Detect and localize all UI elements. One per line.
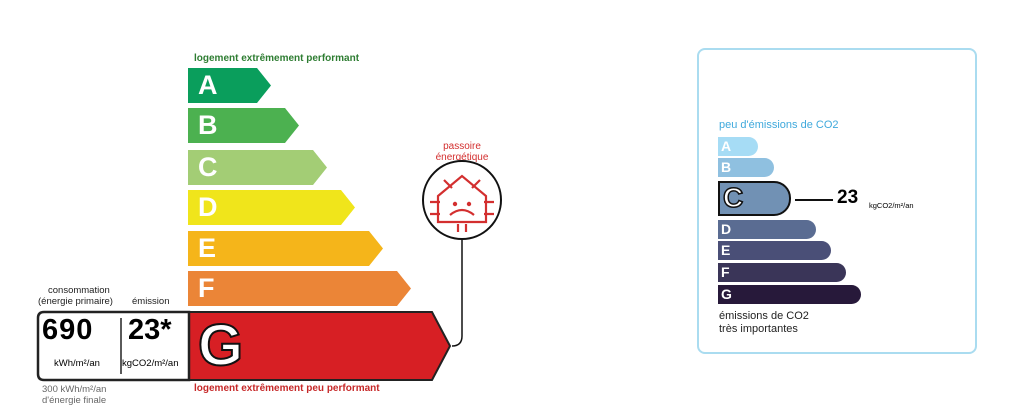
emission-header: émission — [132, 296, 170, 307]
co2-class-d: D — [718, 220, 816, 239]
co2-class-g: G — [718, 285, 861, 304]
co2-unit: kgCO2/m²/an — [869, 201, 914, 210]
current-class-arrow — [36, 310, 452, 382]
consumption-unit: kWh/m²/an — [54, 358, 100, 369]
sad-house-icon — [422, 160, 502, 347]
badge-line2: énergétique — [435, 152, 489, 163]
co2-bottom-line1: émissions de CO2 — [719, 310, 809, 322]
energy-class-e: E — [188, 231, 383, 266]
co2-class-a: A — [718, 137, 758, 156]
co2-class-e: E — [718, 241, 831, 260]
co2-pointer-line — [795, 199, 833, 201]
energy-bottom-caption: logement extrêmement peu performant — [194, 383, 380, 394]
current-energy-class: G — [197, 313, 244, 379]
badge-line1: passoire — [443, 141, 481, 152]
co2-class-c: C — [718, 181, 791, 216]
energy-class-f: F — [188, 271, 411, 306]
energy-class-b: B — [188, 108, 299, 143]
energy-class-c: C — [188, 150, 327, 185]
emission-value: 23* — [128, 314, 172, 346]
consumption-header-line1: consommation — [48, 285, 110, 296]
consumption-header-line2: (énergie primaire) — [38, 296, 113, 307]
co2-bottom-line2: très importantes — [719, 323, 798, 335]
final-energy-line2: d'énergie finale — [42, 395, 107, 406]
consumption-header: consommation (énergie primaire) — [38, 285, 113, 307]
emission-unit: kgCO2/m²/an — [122, 358, 179, 369]
energy-class-a: A — [188, 68, 271, 103]
energy-top-caption: logement extrêmement performant — [194, 53, 360, 64]
co2-class-b: B — [718, 158, 774, 177]
co2-bottom-caption: émissions de CO2 très importantes — [719, 310, 809, 336]
consumption-value: 690 — [42, 314, 94, 346]
passoire-badge-label: passoire énergétique — [420, 141, 504, 163]
final-energy: 300 kWh/m²/an d'énergie finale — [42, 384, 106, 406]
co2-class-f: F — [718, 263, 846, 282]
co2-top-caption: peu d'émissions de CO2 — [719, 119, 839, 131]
final-energy-line1: 300 kWh/m²/an — [42, 384, 107, 395]
co2-value: 23 — [837, 187, 859, 208]
co2-label-panel — [697, 48, 977, 354]
energy-class-d: D — [188, 190, 355, 225]
